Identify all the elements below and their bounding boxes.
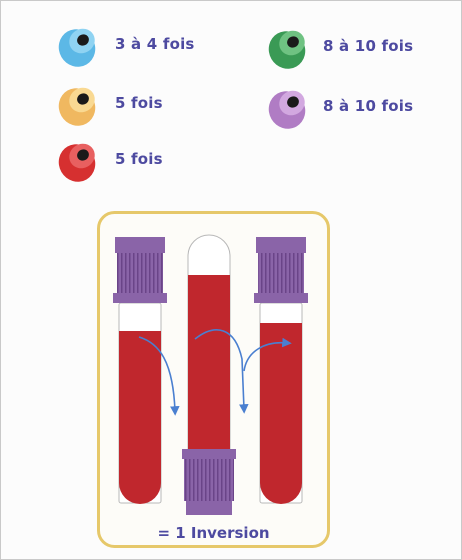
inversion-diagram [97,211,330,548]
legend-label-yellow: 5 fois [115,94,163,112]
right-tube [254,237,308,504]
middle-tube [182,234,236,515]
legend-item-blue: 3 à 4 fois [53,23,233,67]
inversion-caption: = 1 Inversion [157,524,270,542]
legend-item-green: 8 à 10 fois [263,25,453,69]
yellow-tube-cap-icon [58,87,96,126]
legend-item-yellow: 5 fois [53,82,233,126]
red-tube-cap-icon [58,143,96,182]
inversion-arrow-2 [194,329,249,414]
green-tube-cap-icon [268,30,306,69]
legend-item-purple: 8 à 10 fois [263,85,453,129]
legend-label-blue: 3 à 4 fois [115,35,195,53]
inversion-arrow-1 [138,336,180,416]
legend-label-purple: 8 à 10 fois [323,97,414,115]
legend-label-red: 5 fois [115,150,163,168]
legend-item-red: 5 fois [53,138,233,182]
blue-tube-cap-icon [58,28,96,67]
left-tube [113,237,167,504]
inversion-arrow-3 [243,337,292,372]
purple-tube-cap-icon [268,90,306,129]
legend-label-green: 8 à 10 fois [323,37,414,55]
